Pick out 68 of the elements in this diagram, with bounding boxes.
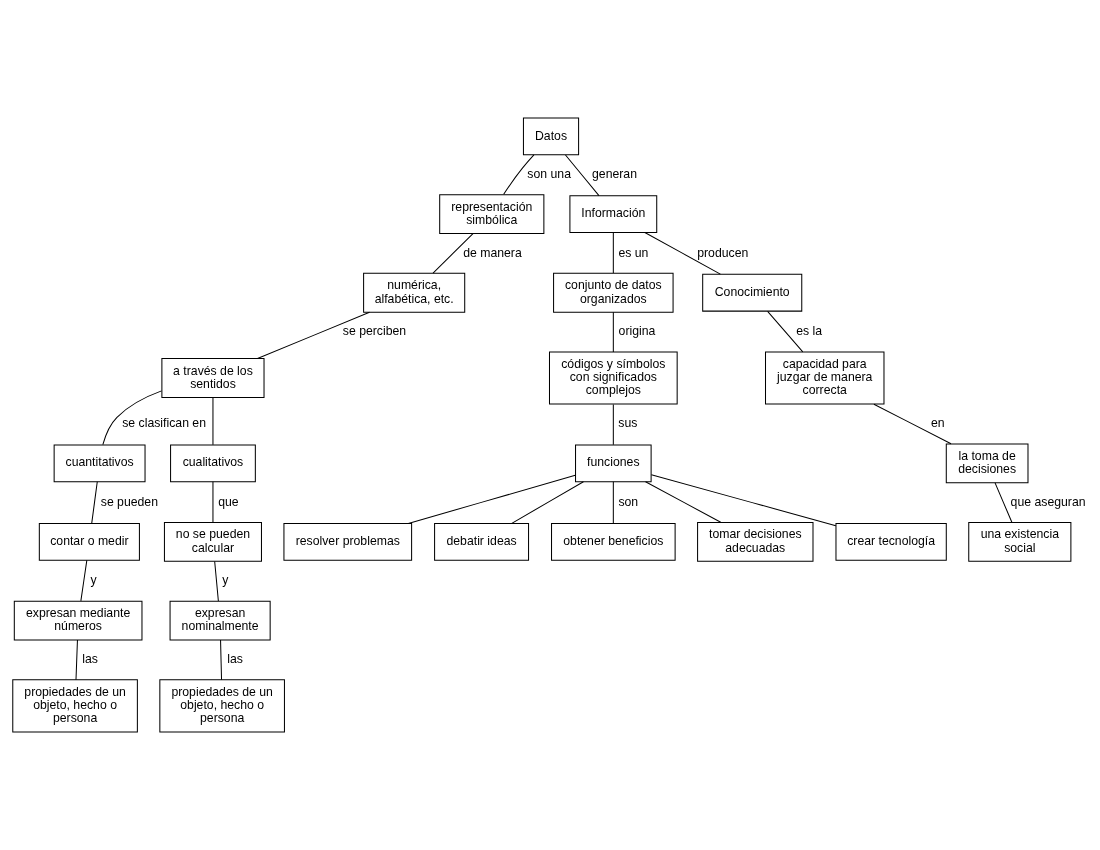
connector	[612, 403, 614, 446]
node-box: a través de los sentidos	[161, 358, 265, 398]
connector	[650, 474, 837, 527]
node-box: crear tecnología	[835, 523, 947, 561]
node-box: conjunto de datos organizados	[553, 272, 674, 313]
connector	[994, 482, 1013, 523]
node-box: propiedades de un objeto, hecho o persona	[159, 679, 285, 733]
edge-label: las	[227, 652, 243, 667]
edge-label: es un	[618, 245, 649, 260]
edge-label: producen	[697, 245, 749, 260]
node-box: cuantitativos	[53, 444, 146, 483]
edge-label: se clasifican en	[122, 416, 206, 431]
connector	[212, 397, 214, 446]
edge-label: se perciben	[342, 324, 407, 339]
node-box: Información	[569, 195, 658, 233]
connector	[257, 311, 370, 360]
node-box: la toma de decisiones	[945, 443, 1029, 484]
connector	[80, 559, 88, 602]
connector	[767, 310, 804, 353]
edge-label: que	[218, 494, 239, 509]
connector	[214, 561, 219, 602]
edge-label: en	[930, 416, 945, 431]
node-box: contar o medir	[38, 523, 140, 561]
node-box: propiedades de un objeto, hecho o persona	[12, 679, 138, 733]
connector	[644, 232, 721, 275]
connector	[645, 481, 722, 523]
edge-label: de manera	[463, 245, 522, 260]
edge-label: que aseguran	[1010, 494, 1086, 509]
edge-label: es la	[796, 324, 823, 339]
node-box: numérica, alfabética, etc.	[363, 272, 466, 313]
node-box: expresan nominalmente	[169, 600, 271, 641]
node-box: expresan mediante números	[13, 600, 143, 641]
connector	[75, 639, 78, 681]
node-box: códigos y símbolos con significados complejos	[549, 351, 678, 405]
edge-label: origina	[618, 324, 656, 339]
connector	[220, 639, 223, 681]
edge-label: las	[82, 652, 98, 667]
connector	[102, 390, 163, 446]
connector	[511, 481, 584, 524]
edge-label: se pueden	[100, 494, 158, 509]
edge-label: son	[618, 494, 639, 509]
node-box: debatir ideas	[434, 523, 530, 561]
edge-label: y	[90, 573, 97, 588]
node-box: cualitativos	[170, 444, 256, 483]
node-box: Conocimiento	[702, 273, 803, 312]
edge-label: generan	[592, 166, 637, 181]
connector	[91, 481, 98, 524]
node-box: tomar decisiones adecuadas	[697, 522, 814, 562]
node-box: representación simbólica	[439, 194, 545, 234]
edge-label: sus	[618, 416, 638, 431]
connector	[612, 481, 614, 524]
node-box: funciones	[575, 444, 652, 483]
edge-label: son una	[527, 166, 571, 181]
edge-label: y	[222, 573, 229, 588]
connector	[873, 403, 952, 445]
node-box: resolver problemas	[283, 523, 413, 561]
node-box: no se pueden calcular	[163, 522, 262, 562]
connector	[503, 154, 535, 195]
node-box: una existencia social	[968, 522, 1072, 562]
connector	[432, 233, 474, 274]
node-box: obtener beneficios	[551, 523, 676, 561]
connector	[407, 474, 576, 524]
connector	[612, 311, 614, 353]
node-box: capacidad para juzgar de manera correcta	[765, 351, 885, 405]
node-box: Datos	[522, 117, 580, 156]
connector	[564, 154, 600, 197]
connector	[212, 481, 214, 523]
connector	[612, 232, 614, 274]
